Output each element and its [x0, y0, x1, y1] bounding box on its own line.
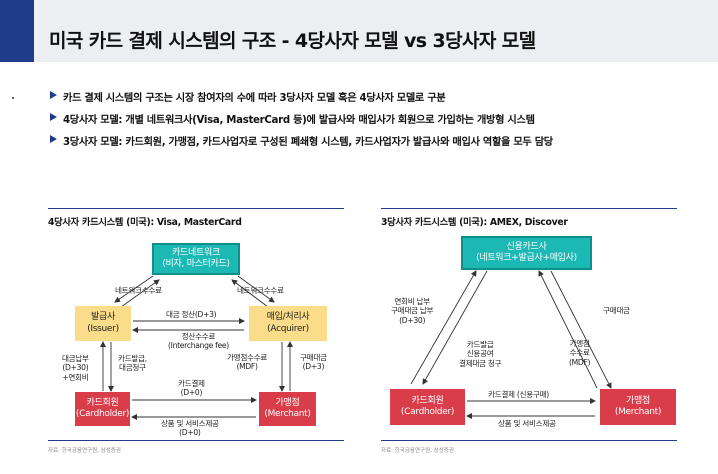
- source-note: 자료: 한국금융연구원, 삼성증권: [48, 448, 121, 454]
- box-label: 카드회원: [86, 397, 119, 408]
- purchase-payment-label: 구매대금 (D+3): [300, 353, 327, 372]
- box-sublabel: (Merchant): [614, 407, 662, 417]
- three-party-title: 3당사자 카드시스템 (미국): AMEX, Discover: [381, 217, 568, 228]
- box-label: 카드네트워크: [172, 247, 220, 258]
- bullet-list: 카드 결제 시스템의 구조는 시장 참여자의 수에 따라 3당사자 모델 혹은 …: [50, 89, 710, 155]
- label-line: 연회비 납부: [394, 297, 430, 306]
- label-line: 결제대금 청구: [459, 358, 502, 368]
- annual-fee-label: 연회비 납부 구매대금 납부 (D+30): [391, 297, 434, 325]
- panel-top-rule: [48, 208, 344, 209]
- network-fee-left-label: 네트워크수수료: [115, 286, 162, 295]
- interchange-label: 정산수수료 (Interchange fee): [168, 332, 229, 351]
- box-label: 카드회원: [411, 395, 444, 406]
- stray-dot: [12, 97, 14, 99]
- box-sublabel: (비자, 마스터카드): [162, 259, 230, 269]
- panel-top-rule: [381, 208, 677, 209]
- label-line: 상품 및 서비스제공: [161, 419, 219, 428]
- settlement-label: 대금 정산(D+3): [166, 310, 217, 319]
- header-accent: [0, 0, 34, 62]
- box-sublabel: (Issuer): [87, 323, 119, 334]
- label-line: 신용공여: [466, 349, 494, 359]
- issue-credit-label: 카드발급 신용공여 결제대금 청구: [459, 340, 502, 368]
- four-party-diagram: 4당사자 카드시스템 (미국): Visa, MasterCard: [48, 208, 344, 454]
- label-line: 수수료: [569, 348, 590, 358]
- triangle-icon: [50, 91, 57, 99]
- box-label: 가맹점: [275, 397, 300, 408]
- label-line: +연회비: [62, 372, 89, 382]
- box-label: 발급사: [91, 312, 115, 323]
- goods-services-label: 상품 및 서비스제공 (D+0): [161, 419, 219, 438]
- three-party-diagram: 3당사자 카드시스템 (미국): AMEX, Discover 신용카드사 (네…: [381, 208, 677, 454]
- card-payment-label: 카드결제 (신용구매): [488, 390, 549, 399]
- merchant-box: 가맹점 (Merchant): [259, 392, 316, 426]
- label-line: 카드발급: [466, 340, 494, 349]
- card-payment-label: 카드결제 (D+0): [178, 379, 205, 398]
- box-label: 신용카드사: [506, 241, 547, 252]
- label-line: 정산수수료: [181, 332, 216, 341]
- header-bar: 미국 카드 결제 시스템의 구조 - 4당사자 모델 vs 3당사자 모델: [0, 0, 718, 62]
- label-line: 대금납부: [62, 354, 89, 363]
- label-line: 가맹점수수료: [227, 353, 268, 362]
- box-sublabel: (Acquirer): [267, 323, 309, 334]
- box-sublabel: (네트워크+발급사+매입사): [476, 253, 577, 263]
- panel-bottom-rule: [48, 440, 344, 441]
- bullet-text: 4당사자 모델: 개별 네트워크사(Visa, MasterCard 등)에 발…: [63, 115, 535, 126]
- bullet-item: 3당사자 모델: 카드회원, 가맹점, 카드사업자로 구성된 폐쇄형 시스템, …: [50, 133, 710, 155]
- mdf-label: 가맹점 수수료 (MDF): [569, 339, 591, 367]
- cardholder-box: 카드회원 (Cardholder): [75, 392, 130, 426]
- source-note: 자료: 한국금융연구원, 삼성증권: [381, 448, 454, 454]
- network-fee-right-label: 네트워크수수료: [237, 286, 284, 295]
- three-party-arrows: [410, 270, 612, 419]
- cardholder-payment-label: 대금납부 (D+30) +연회비: [62, 354, 89, 382]
- bullet-item: 카드 결제 시스템의 구조는 시장 참여자의 수에 따라 3당사자 모델 혹은 …: [50, 89, 710, 111]
- label-line: (D+3): [302, 362, 325, 372]
- label-line: 구매대금: [300, 353, 327, 362]
- box-sublabel: (Cardholder): [75, 409, 130, 419]
- box-label: 가맹점: [626, 395, 650, 406]
- goods-services-label: 상품 및 서비스제공: [498, 419, 556, 428]
- purchase-payment-label: 구매대금: [603, 306, 630, 315]
- label-line: 가맹점: [569, 339, 590, 348]
- label-line: 구매대금 납부: [391, 306, 434, 316]
- merchant-box: 가맹점 (Merchant): [600, 389, 676, 425]
- triangle-icon: [50, 113, 57, 121]
- triangle-icon: [50, 135, 57, 143]
- mdf-label: 가맹점수수료 (MDF): [227, 353, 267, 372]
- panel-bottom-rule: [381, 440, 677, 441]
- label-line: (D+30): [62, 363, 89, 373]
- label-line: (Interchange fee): [168, 341, 229, 351]
- box-label: 매입/처리사: [266, 312, 310, 323]
- box-sublabel: (Merchant): [264, 409, 311, 419]
- card-company-box: 신용카드사 (네트워크+발급사+매입사): [461, 236, 592, 270]
- card-network-box: 카드네트워크 (비자, 마스터카드): [152, 243, 240, 275]
- label-line: (MDF): [236, 362, 258, 372]
- cardholder-box: 카드회원 (Cardholder): [390, 389, 465, 425]
- bullet-text: 카드 결제 시스템의 구조는 시장 참여자의 수에 따라 3당사자 모델 혹은 …: [63, 93, 446, 104]
- page-title: 미국 카드 결제 시스템의 구조 - 4당사자 모델 vs 3당사자 모델: [49, 30, 536, 52]
- bullet-item: 4당사자 모델: 개별 네트워크사(Visa, MasterCard 등)에 발…: [50, 111, 710, 133]
- label-line: (D+0): [180, 388, 203, 398]
- label-line: (D+30): [399, 315, 426, 325]
- issuer-box: 발급사 (Issuer): [75, 306, 131, 341]
- box-sublabel: (Cardholder): [400, 407, 455, 417]
- label-line: 카드결제: [178, 379, 205, 388]
- acquirer-box: 매입/처리사 (Acquirer): [249, 306, 327, 341]
- label-line: (D+0): [179, 428, 201, 438]
- label-line: 카드발급,: [118, 354, 147, 363]
- four-party-arrows: [100, 275, 293, 420]
- four-party-title: 4당사자 카드시스템 (미국): Visa, MasterCard: [48, 217, 242, 228]
- label-line: (MDF): [569, 357, 591, 367]
- label-line: 대금청구: [119, 363, 146, 373]
- issue-bill-label: 카드발급, 대금청구: [118, 354, 147, 373]
- bullet-text: 3당사자 모델: 카드회원, 가맹점, 카드사업자로 구성된 폐쇄형 시스템, …: [63, 137, 553, 148]
